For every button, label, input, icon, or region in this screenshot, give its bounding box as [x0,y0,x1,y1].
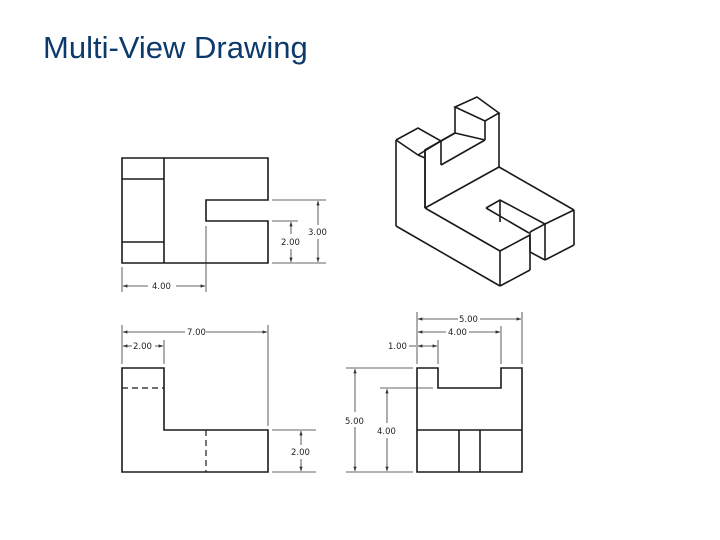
dim-top-width: 4.00 [152,282,171,292]
dim-front-upright: 2.00 [133,342,152,352]
dim-side-width: 5.00 [459,315,478,325]
side-view: 5.00 4.00 1.00 5.00 4.00 [345,312,523,473]
dim-side-notch-offset: 1.00 [388,342,407,352]
dim-side-notch-height: 4.00 [377,427,396,437]
dim-front-width: 7.00 [187,328,206,338]
dim-side-notch-span: 4.00 [448,328,467,338]
dim-top-slot: 2.00 [281,238,300,248]
dim-side-height: 5.00 [345,417,364,427]
top-view: 4.00 2.00 3.00 [121,157,327,292]
dim-top-depth: 3.00 [308,228,327,238]
front-view: 7.00 2.00 2.00 [121,325,316,473]
page-title: Multi-View Drawing [43,30,308,65]
dim-front-base: 2.00 [291,448,310,458]
isometric-view [395,96,575,287]
